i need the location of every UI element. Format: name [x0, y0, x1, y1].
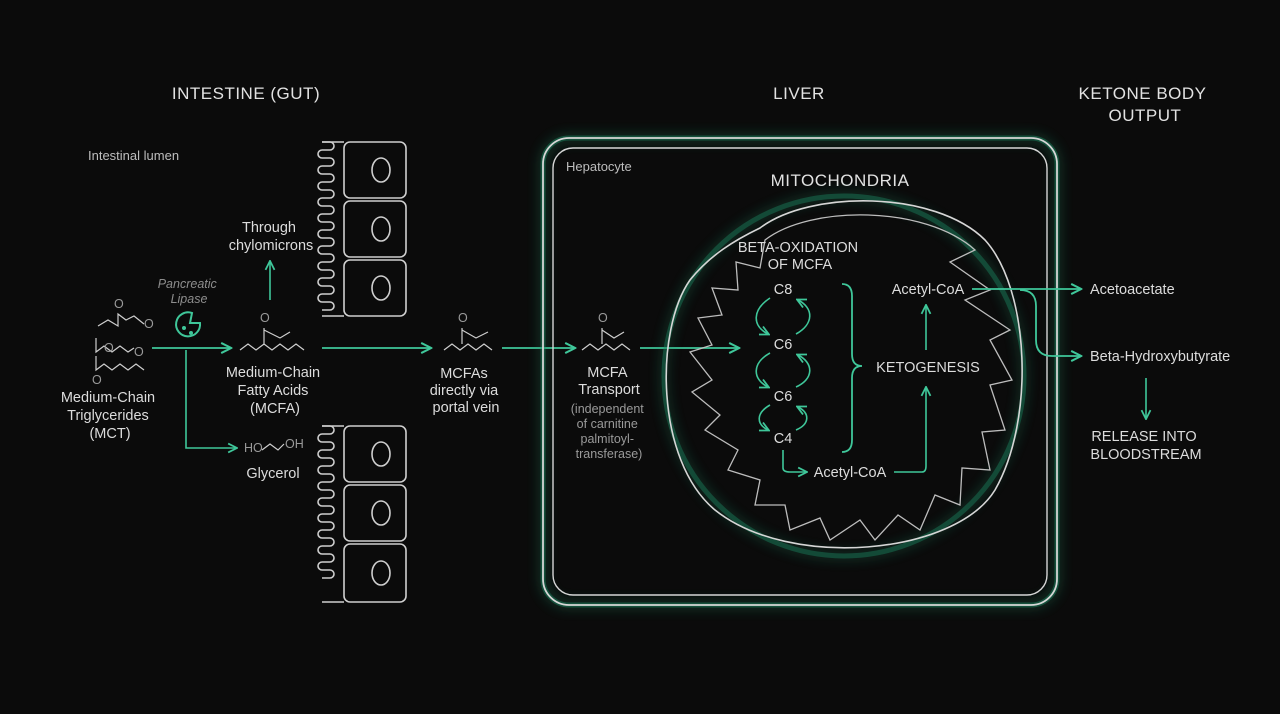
acetoacetate-label: Acetoacetate	[1090, 282, 1175, 298]
hepatocyte-inner	[552, 147, 1048, 596]
ketogenesis-label: KETOGENESIS	[876, 360, 980, 376]
mitochondria-outer-membrane	[665, 200, 1023, 549]
acetyl-coa-bottom: Acetyl-CoA	[814, 465, 887, 481]
section-header-intestine: INTESTINE (GUT)	[172, 84, 320, 103]
through-chylomicrons-label: Through chylomicrons	[229, 220, 314, 254]
arrow-acetyl-coa-to-ketogenesis	[894, 388, 926, 473]
glycerol-label: Glycerol	[246, 466, 299, 482]
mcfa-structure-icon: O	[239, 311, 305, 351]
release-bloodstream-label: RELEASE INTO BLOODSTREAM	[1090, 429, 1201, 463]
arrow-mct-to-glycerol	[185, 350, 236, 448]
transport-note: (independent of carnitine palmitoyl- tra…	[571, 402, 647, 461]
chain-step-c6-first: C6	[774, 337, 793, 353]
svg-text:O: O	[92, 373, 102, 387]
svg-text:OH: OH	[285, 437, 304, 451]
hepatocyte-label: Hepatocyte	[566, 159, 632, 174]
chain-step-c6-second: C6	[774, 389, 793, 405]
mitochondria-inner-membrane	[688, 214, 1013, 542]
beta-oxidation-cycle-arrows	[755, 297, 811, 430]
svg-text:O: O	[104, 341, 114, 355]
pancreatic-lipase-label: Pancreatic Lipase	[158, 277, 221, 306]
mitochondria-label: MITOCHONDRIA	[771, 171, 910, 190]
mct-structure-icon: O O O O O	[92, 297, 154, 387]
svg-text:O: O	[260, 311, 270, 325]
arrow-c4-to-acetyl-coa	[782, 450, 806, 472]
chain-step-c4: C4	[774, 431, 793, 447]
arrow-to-beta-hydroxybutyrate	[1019, 289, 1080, 356]
section-header-liver: LIVER	[773, 84, 825, 103]
svg-text:O: O	[458, 311, 468, 325]
svg-text:O: O	[114, 297, 124, 311]
mcfa-portal-label: MCFAs directly via portal vein	[430, 366, 503, 416]
acetyl-coa-top: Acetyl-CoA	[892, 282, 965, 298]
mcfa-portal-structure-icon: O	[443, 311, 493, 351]
svg-text:O: O	[134, 345, 144, 359]
svg-text:O: O	[598, 311, 608, 325]
intestinal-lumen-label: Intestinal lumen	[88, 148, 179, 163]
svg-text:HO: HO	[244, 441, 263, 455]
lipase-enzyme-icon	[175, 311, 202, 338]
mcfa-label: Medium-Chain Fatty Acids (MCFA)	[226, 365, 324, 417]
mcfa-transport-label: MCFA Transport	[578, 365, 640, 398]
mct-label: Medium-Chain Triglycerides (MCT)	[61, 390, 159, 442]
hepatocyte-outer	[542, 137, 1058, 606]
intestinal-villi-bottom	[317, 425, 407, 603]
chain-step-c8: C8	[774, 282, 793, 298]
mitochondria-glow	[661, 193, 1027, 559]
section-header-ketone-output: KETONE BODY OUTPUT	[1079, 84, 1212, 125]
beta-oxidation-label: BETA-OXIDATION OF MCFA	[738, 240, 862, 273]
mcfa-liver-structure-icon: O	[581, 311, 631, 351]
glycerol-structure-icon: HO OH	[244, 437, 304, 455]
svg-text:O: O	[144, 317, 154, 331]
bracket	[841, 283, 863, 453]
intestinal-villi-top	[317, 141, 407, 317]
beta-hydroxybutyrate-label: Beta-Hydroxybutyrate	[1090, 349, 1230, 365]
